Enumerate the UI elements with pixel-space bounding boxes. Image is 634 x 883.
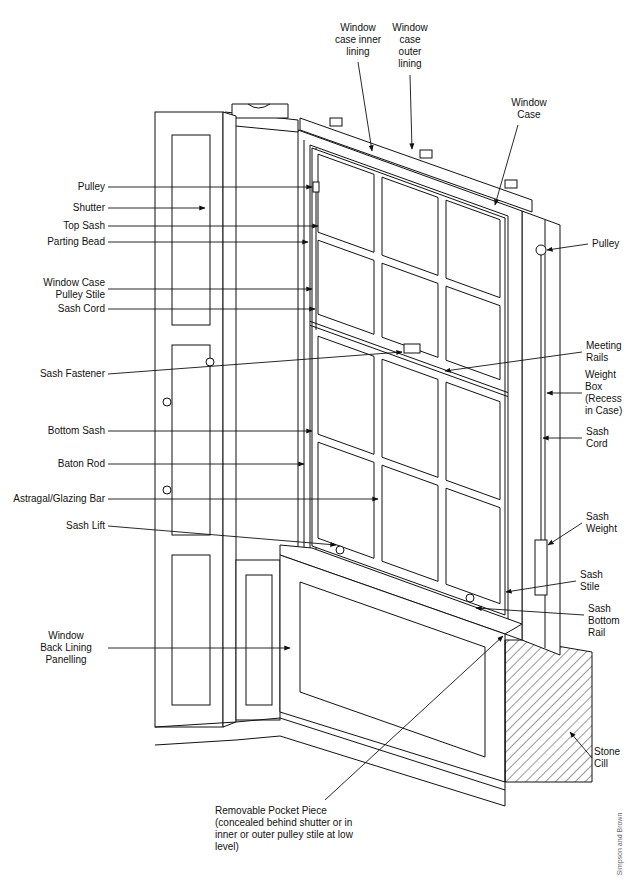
window-drawing	[155, 104, 592, 806]
drawing-circle	[466, 594, 474, 602]
drawing-polygon	[446, 200, 500, 298]
drawing-circle	[206, 358, 214, 366]
drawing-line	[548, 523, 582, 545]
drawing-line	[108, 242, 308, 243]
part-label: Shutter	[5, 202, 105, 214]
drawing-line	[506, 581, 576, 592]
leader-lines	[108, 62, 592, 800]
part-label: Sash Lift	[5, 520, 105, 532]
watermark: Simpson and Brown	[616, 809, 624, 879]
drawing-rect	[246, 575, 272, 705]
part-label: Stone Cill	[594, 746, 630, 770]
drawing-rect	[155, 112, 223, 727]
part-label: Sash Fastener	[5, 368, 105, 380]
part-label: Meeting Rails	[586, 340, 630, 364]
drawing-line	[108, 352, 402, 374]
drawing-polygon	[446, 286, 500, 380]
drawing-polygon	[280, 555, 505, 782]
drawing-line	[108, 431, 312, 432]
drawing-polygon	[382, 263, 438, 357]
drawing-polygon	[318, 240, 374, 334]
drawing-line	[570, 732, 592, 758]
part-label: Astragal/Glazing Bar	[5, 493, 105, 505]
note-label: Removable Pocket Piece (concealed behind…	[215, 805, 353, 853]
part-label: Bottom Sash	[5, 425, 105, 437]
part-label: Sash Stile	[580, 569, 624, 593]
part-label: Pulley	[592, 238, 630, 250]
part-label: Window case outer lining	[390, 22, 430, 70]
drawing-circle	[163, 486, 171, 494]
drawing-polygon	[310, 145, 508, 620]
drawing-line	[316, 192, 317, 330]
drawing-line	[108, 187, 312, 188]
drawing-line	[358, 62, 372, 151]
part-label: Baton Rod	[5, 458, 105, 470]
drawing-line	[547, 244, 588, 250]
drawing-polygon	[505, 640, 592, 782]
drawing-rect	[420, 150, 432, 158]
drawing-line	[476, 608, 584, 615]
part-label: Sash Cord	[5, 303, 105, 315]
drawing-path	[232, 104, 288, 118]
drawing-circle	[163, 398, 171, 406]
drawing-line	[108, 526, 336, 545]
drawing-line	[108, 499, 378, 500]
drawing-line	[505, 640, 506, 806]
drawing-rect	[236, 560, 280, 720]
drawing-polygon	[382, 177, 438, 275]
drawing-line	[108, 289, 312, 290]
drawing-line	[304, 140, 305, 556]
part-label: Weight Box (Recess in Case)	[585, 369, 630, 417]
drawing-rect	[505, 180, 517, 188]
part-label: Sash Weight	[586, 511, 628, 535]
drawing-rect	[172, 345, 210, 535]
drawing-line	[108, 208, 205, 209]
drawing-polygon	[446, 382, 500, 500]
part-label: Parting Bead	[5, 236, 105, 248]
part-label: Window Case Pulley Stile	[30, 277, 105, 301]
drawing-polygon	[300, 582, 485, 757]
part-label: Window Back Lining Panelling	[36, 630, 96, 666]
part-label: Window Case	[505, 97, 553, 121]
drawing-rect	[330, 118, 342, 126]
part-label: Pulley	[5, 181, 105, 193]
drawing-polygon	[318, 154, 374, 252]
drawing-rect	[313, 182, 319, 192]
drawing-line	[325, 636, 503, 800]
part-label: Top Sash	[5, 220, 105, 232]
drawing-line	[495, 125, 518, 205]
drawing-line	[541, 255, 542, 540]
part-label: Sash Cord	[586, 426, 628, 450]
drawing-line	[543, 438, 582, 439]
drawing-line	[445, 352, 582, 371]
drawing-polyline	[155, 718, 505, 790]
part-label: Sash Bottom Rail	[588, 603, 628, 639]
drawing-circle	[536, 245, 546, 255]
drawing-line	[108, 309, 315, 310]
part-label: Window case inner lining	[330, 22, 386, 58]
drawing-polygon	[382, 465, 438, 581]
drawing-polygon	[382, 359, 438, 477]
drawing-polygon	[446, 488, 500, 604]
drawing-polygon	[318, 442, 374, 558]
drawing-polygon	[223, 112, 236, 727]
drawing-line	[108, 648, 290, 649]
drawing-polygon	[318, 336, 374, 454]
drawing-circle	[336, 546, 344, 554]
drawing-line	[108, 226, 318, 227]
drawing-line	[547, 393, 582, 394]
drawing-line	[410, 75, 412, 149]
drawing-rect	[404, 344, 420, 353]
drawing-rect	[172, 135, 210, 325]
drawing-rect	[172, 555, 210, 705]
drawing-line	[108, 464, 304, 465]
